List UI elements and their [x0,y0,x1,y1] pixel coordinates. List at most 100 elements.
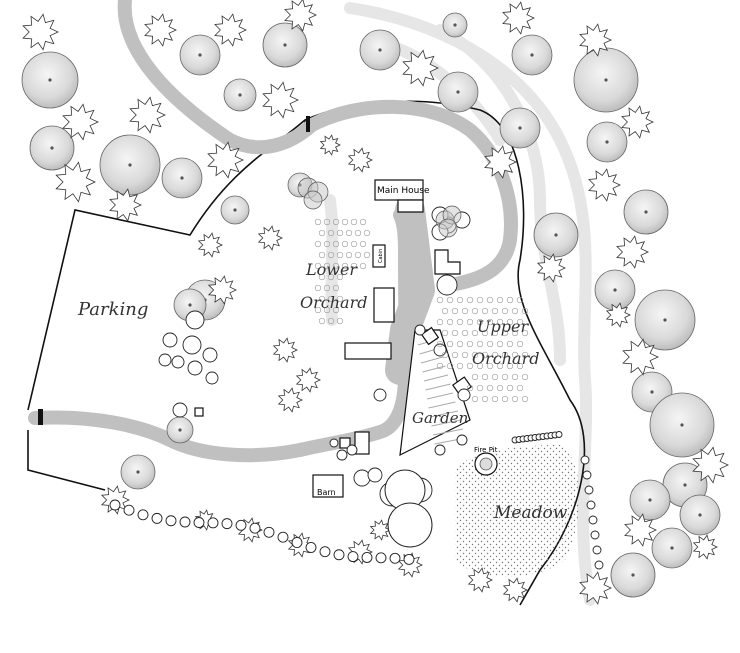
orchard-tree [318,229,326,237]
hedge-shrub [353,469,371,487]
tree [594,269,636,311]
orchard-tree [327,317,335,325]
shrub [402,49,439,87]
hedge-shrub [434,444,446,456]
shrub [502,1,535,35]
orchard-tree [345,251,353,259]
tree [634,289,696,351]
shrub [502,577,528,603]
tree [610,552,656,598]
orchard-tree [318,295,326,303]
tree [623,189,669,235]
orchard-tree [332,284,340,292]
orchard-tree [471,351,479,359]
hedge-shrub [235,519,247,531]
hedge-shrub [389,552,401,564]
hedge-shrub [346,444,358,456]
hedge-shrub [588,515,598,525]
orchard-tree [521,373,529,381]
hedge-shrub [109,499,121,511]
hedge-shrub [179,516,191,528]
shrub [207,275,237,305]
meadow-area [455,445,580,577]
orchard-tree [486,362,494,370]
hedge-shrub [165,515,177,527]
orchard-tree [491,351,499,359]
hedge-shrub [187,360,203,376]
orchard-tree [323,306,331,314]
orchard-tree [456,340,464,348]
hedge-shrub [205,371,219,385]
east-inner-path [434,24,566,366]
orchard-tree [476,362,484,370]
shrub [622,338,659,376]
hedge-shrub [403,553,415,565]
orchard-tree [446,362,454,370]
orchard-tree [501,351,509,359]
orchard-tree [481,395,489,403]
orchard-tree [451,329,459,337]
orchard-tree [441,351,449,359]
orchard-tree [314,306,322,314]
fire-pit [474,452,498,476]
orchard-tree [511,373,519,381]
orchard-tree [336,295,344,303]
orchard-tree [506,318,514,326]
greenhouse [420,326,440,346]
tree [223,78,257,112]
lower-label: Lower [305,260,358,279]
shrub [284,0,317,32]
orchard-tree [466,384,474,392]
orchard-tree [456,296,464,304]
shrub [257,225,283,251]
tree [29,125,75,171]
south-road [28,208,413,463]
barn-label: Barn [317,488,336,497]
shrub [144,13,177,47]
hedge-shrub [590,530,600,540]
orchard-tree [332,262,340,270]
orchard-tree [481,351,489,359]
hedge-shrub [158,353,172,367]
tree [359,29,401,71]
road-gate-north [306,116,310,132]
shrub [55,161,96,203]
hedge-shrub [123,504,135,516]
orchard-tree [336,317,344,325]
hedge-shrub [263,526,275,538]
orchard-tree [481,329,489,337]
trees-layer [21,0,729,605]
orchard-tree [471,329,479,337]
orchard-tree [456,362,464,370]
small-box [194,407,204,417]
hedge-shrub [305,542,317,553]
shrub [621,105,654,139]
shrub [295,367,321,393]
orchard-tree [471,307,479,315]
hedge-shrub [580,455,590,465]
hedge-shrub [333,549,345,561]
hedge-shrub [185,310,205,330]
orchard-tree [481,307,489,315]
orchard-tree [476,296,484,304]
hedge-shrub [221,518,233,530]
tree [161,157,203,199]
hedge-shrub [137,509,149,521]
tree [499,107,541,149]
orchard-tree [436,362,444,370]
orchard-tree [332,240,340,248]
orchard-tree [461,307,469,315]
orchard-tree [501,395,509,403]
orchard-tree [511,307,519,315]
orchard-tree [350,262,358,270]
shrub [605,302,631,328]
meadow-label: Meadow [493,503,568,523]
orchard-tree [456,318,464,326]
orchard-tree [511,395,519,403]
orchard-tree [359,240,367,248]
orchard-tree [354,251,362,259]
hedge-shrub [151,512,163,524]
orchard-tree [516,384,524,392]
orchard-trees [314,218,529,403]
orchard-tree [476,318,484,326]
